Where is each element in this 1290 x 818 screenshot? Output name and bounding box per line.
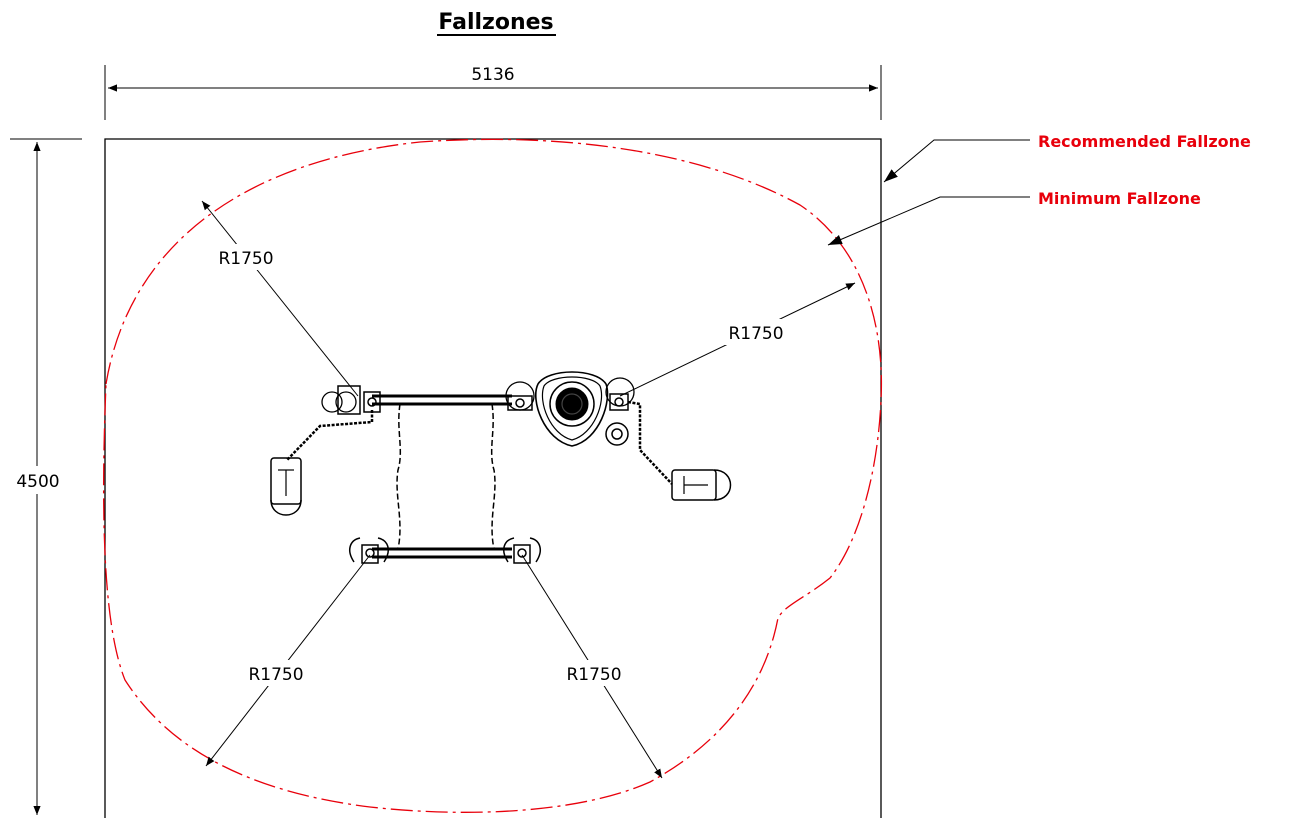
legend-recommended-label: Recommended Fallzone: [1038, 132, 1251, 151]
radius-label-bottom-left: R1750: [248, 665, 303, 685]
recommended-fallzone-boundary: [104, 138, 882, 818]
top-beam: [372, 394, 512, 406]
height-dimension-label: 4500: [16, 472, 59, 492]
seat-right: [671, 469, 732, 501]
chain-right: [627, 400, 673, 485]
legend-recommended: Recommended Fallzone: [883, 132, 1251, 183]
legend-minimum: Minimum Fallzone: [827, 189, 1201, 246]
bottom-beam: [372, 547, 512, 559]
basket-seat: [534, 371, 609, 447]
radius-label-right: R1750: [728, 324, 783, 344]
post-bottom-right: [503, 537, 541, 564]
radius-leader-bottom-right: R1750: [521, 554, 663, 779]
drawing-title: Fallzones: [438, 10, 553, 35]
width-dimension: 5136: [104, 65, 882, 120]
radius-leader-bottom-left: R1750: [205, 554, 371, 767]
post-top-left: [321, 385, 381, 415]
chain-left: [286, 410, 374, 461]
radius-leader-top-left: R1750: [201, 200, 359, 397]
radius-label-bottom-right: R1750: [566, 665, 621, 685]
post-top-middle: [505, 381, 535, 411]
legend-minimum-label: Minimum Fallzone: [1038, 189, 1201, 208]
seat-left: [270, 457, 302, 516]
equipment-plan: [270, 371, 732, 564]
minimum-fallzone-boundary: [102, 138, 883, 813]
post-bottom-left: [349, 537, 389, 564]
net-right-side: [490, 403, 496, 550]
radius-leader-right: R1750: [619, 282, 856, 397]
net-left-side: [396, 403, 402, 550]
width-dimension-label: 5136: [471, 65, 514, 85]
radius-label-top-left: R1750: [218, 249, 273, 269]
post-top-right: [605, 377, 635, 446]
height-dimension: 4500: [10, 138, 82, 815]
